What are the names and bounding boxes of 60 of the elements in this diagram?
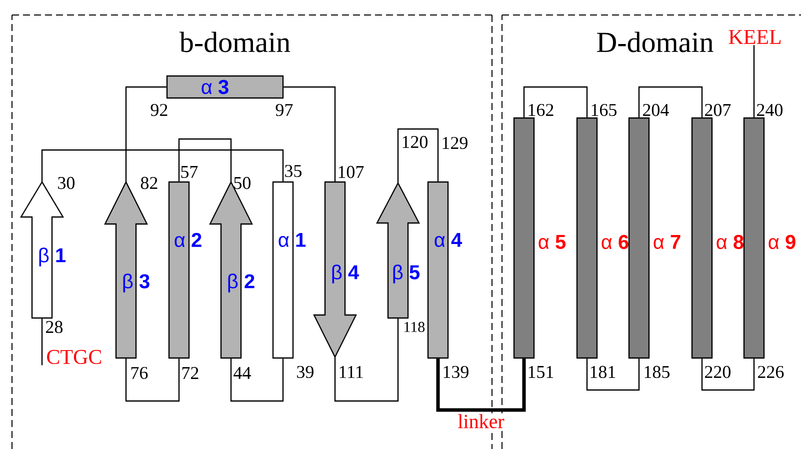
residue-number: 151 bbox=[528, 366, 554, 378]
node-label: α 8 bbox=[716, 234, 744, 250]
connector-line bbox=[334, 318, 399, 402]
residue-number: 165 bbox=[592, 104, 616, 116]
connector-line bbox=[230, 358, 284, 402]
residue-number: 207 bbox=[704, 104, 731, 116]
connector-line bbox=[523, 86, 588, 118]
residue-number: 139 bbox=[444, 366, 468, 378]
residue-number: 107 bbox=[338, 166, 364, 178]
residue-number: 120 bbox=[402, 136, 428, 148]
residue-number: 57 bbox=[181, 166, 198, 178]
residue-number: 185 bbox=[644, 366, 670, 378]
connector-line bbox=[638, 86, 703, 118]
residue-number: 162 bbox=[528, 104, 554, 116]
residue-number: 204 bbox=[642, 104, 669, 116]
residue-number: 226 bbox=[758, 366, 784, 378]
node-label: 4 bbox=[451, 233, 462, 247]
residue-number: 72 bbox=[182, 367, 198, 379]
connector-line bbox=[125, 86, 166, 182]
node-label: α 5 bbox=[538, 235, 566, 249]
residue-number: 35 bbox=[285, 164, 302, 178]
residue-number: 39 bbox=[297, 366, 314, 378]
residue-number: 220 bbox=[704, 366, 730, 378]
node-label: α 6 bbox=[602, 234, 628, 250]
node-label: 2 bbox=[192, 232, 202, 247]
residue-number: 44 bbox=[234, 367, 251, 379]
node-label: 1 bbox=[296, 233, 306, 247]
helix-cylinder: α 3 bbox=[166, 75, 284, 99]
residue-number: 181 bbox=[590, 366, 616, 378]
connector-line bbox=[436, 358, 526, 412]
connector-line bbox=[397, 128, 439, 183]
connector-line bbox=[178, 138, 232, 182]
terminus-label: KEEL bbox=[728, 30, 781, 44]
helix-cylinder: α 7 bbox=[628, 117, 680, 359]
helix-cylinder: α 4 bbox=[427, 181, 462, 359]
helix-cylinder: α 8 bbox=[691, 117, 744, 359]
residue-number: 97 bbox=[276, 104, 293, 116]
helix-cylinder: α 5 bbox=[513, 117, 566, 359]
connector-line bbox=[753, 45, 755, 118]
residue-number: 28 bbox=[46, 320, 63, 334]
connector-line bbox=[41, 318, 43, 366]
node-label: α 9 bbox=[768, 234, 796, 250]
residue-number: 118 bbox=[404, 322, 425, 332]
helix-cylinder: α 1 bbox=[272, 181, 306, 359]
node-label: α 7 bbox=[654, 235, 680, 249]
edge-label: linker bbox=[456, 413, 506, 430]
helix-cylinder: α 2 bbox=[168, 181, 202, 359]
connector-line bbox=[284, 86, 336, 182]
helix-cylinder: α 6 bbox=[576, 117, 628, 359]
connector-line bbox=[125, 358, 180, 402]
terminus-label: CTGC bbox=[47, 350, 102, 364]
connector-line bbox=[586, 358, 640, 391]
connector-line bbox=[41, 149, 284, 182]
residue-number: 240 bbox=[756, 104, 782, 116]
residue-number: 129 bbox=[442, 136, 468, 150]
residue-number: 92 bbox=[150, 104, 168, 116]
connector-line bbox=[701, 358, 755, 391]
residue-number: 111 bbox=[340, 366, 363, 378]
helix-cylinder: α 9 bbox=[743, 117, 796, 359]
residue-number: 76 bbox=[131, 366, 148, 380]
